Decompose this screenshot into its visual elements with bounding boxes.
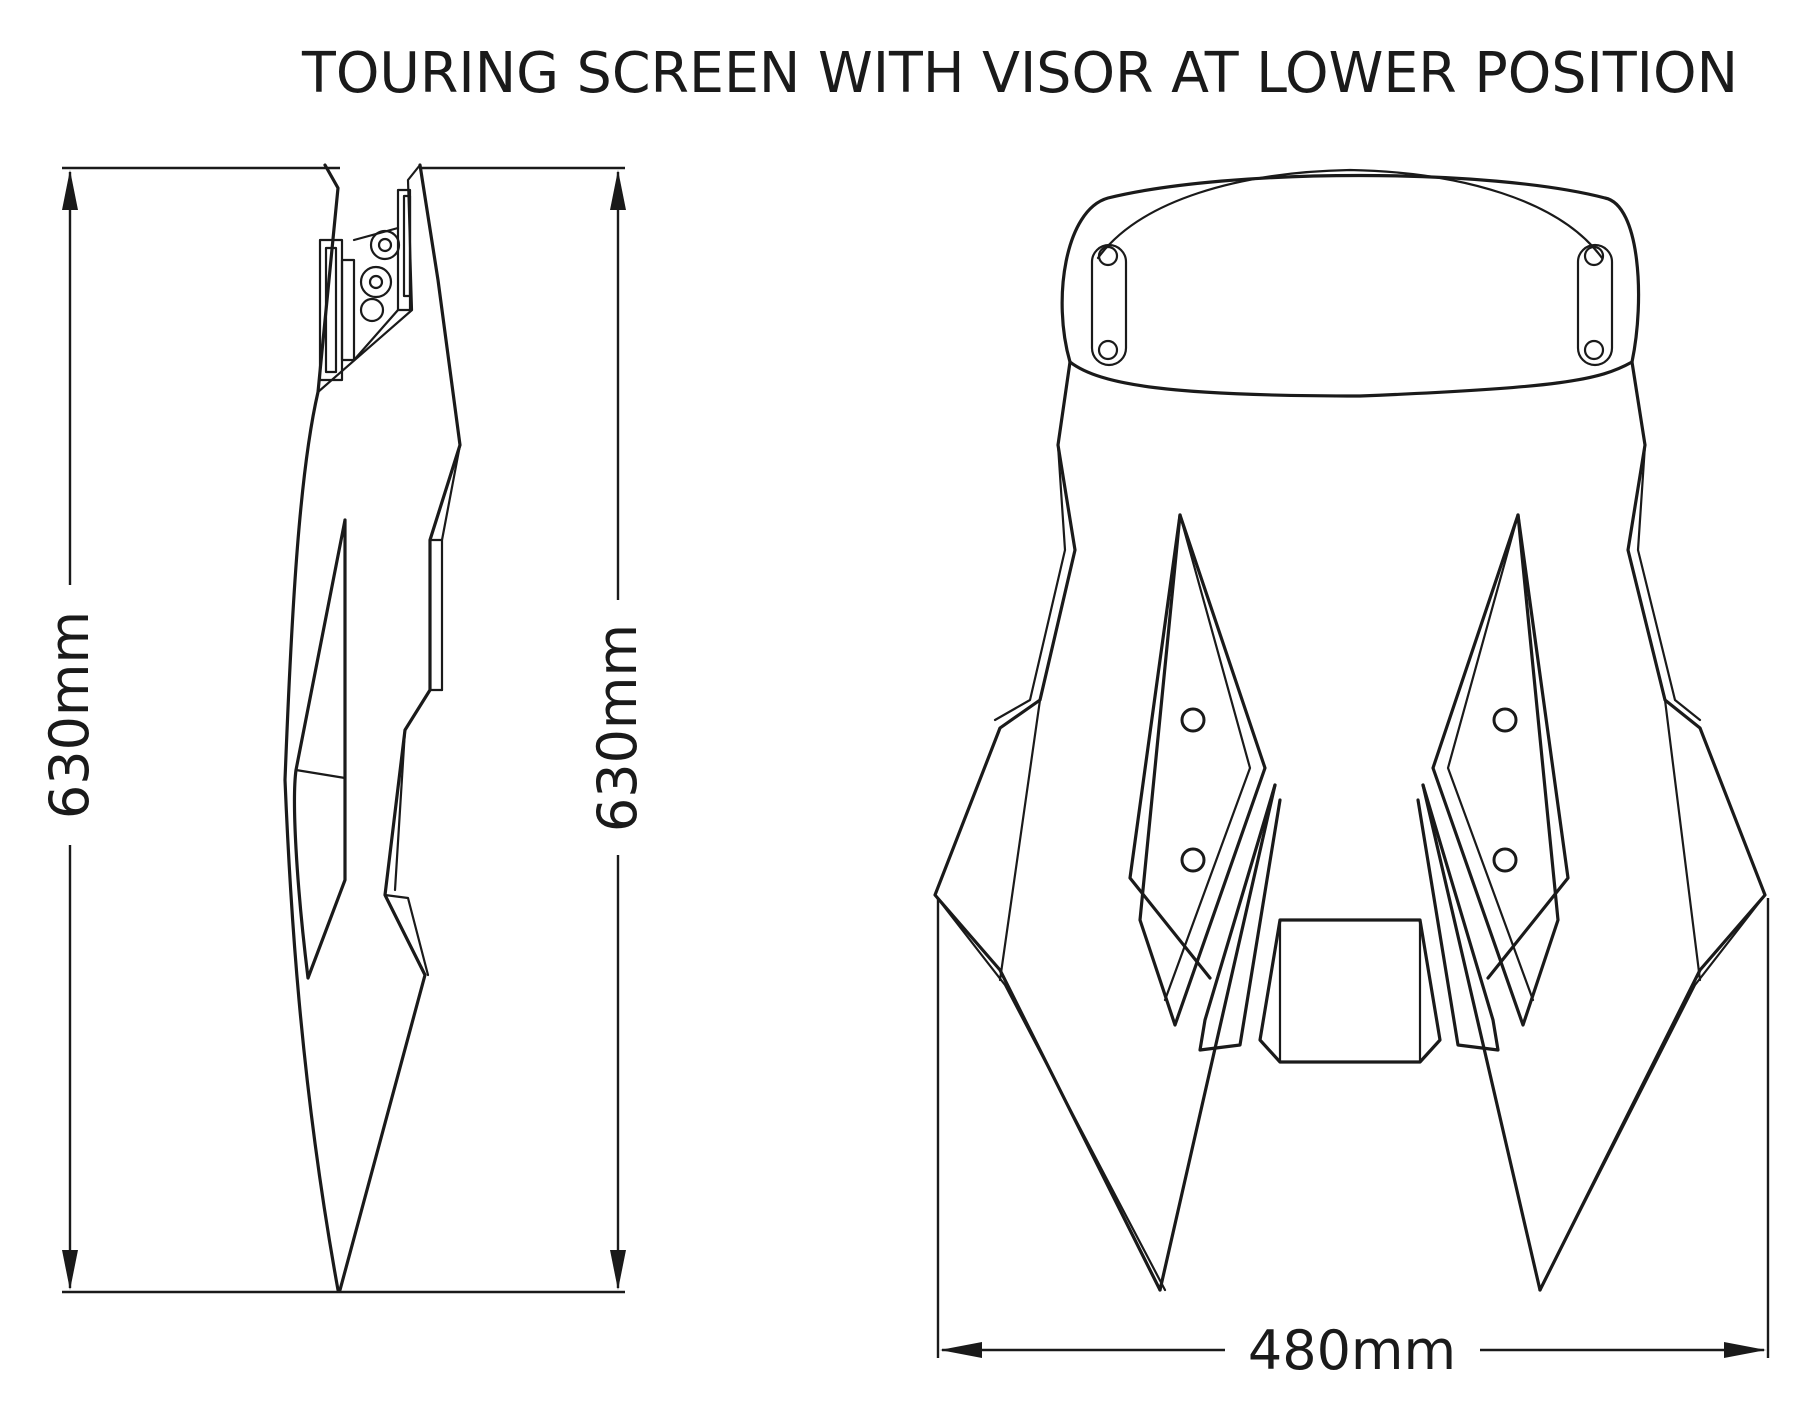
screen-front-outline <box>933 360 1767 1292</box>
arrow-down-icon <box>610 1250 626 1290</box>
mounting-hole <box>1180 707 1206 733</box>
visor-mount-hardware <box>318 188 412 382</box>
visor <box>1060 168 1641 398</box>
height-dimension-left: 630mm <box>38 166 340 1294</box>
mounting-hole <box>1492 707 1518 733</box>
height-label-left: 630mm <box>38 611 101 819</box>
arrow-left-icon <box>940 1342 982 1358</box>
height-dimension-right: 630mm <box>340 166 649 1294</box>
front-view: 480mm <box>933 168 1770 1382</box>
mounting-hole <box>1180 847 1206 873</box>
drawing-title: TOURING SCREEN WITH VISOR AT LOWER POSIT… <box>301 41 1738 106</box>
width-dimension: 480mm <box>936 898 1770 1382</box>
mounting-hole <box>1492 847 1518 873</box>
arrow-up-icon <box>62 170 78 210</box>
side-view: 630mm 630mm <box>38 163 649 1294</box>
arrow-up-icon <box>610 170 626 210</box>
screen-side-profile <box>283 163 462 1292</box>
arrow-right-icon <box>1724 1342 1766 1358</box>
height-label-right: 630mm <box>586 624 649 832</box>
arrow-down-icon <box>62 1250 78 1290</box>
width-label: 480mm <box>1248 1319 1456 1382</box>
